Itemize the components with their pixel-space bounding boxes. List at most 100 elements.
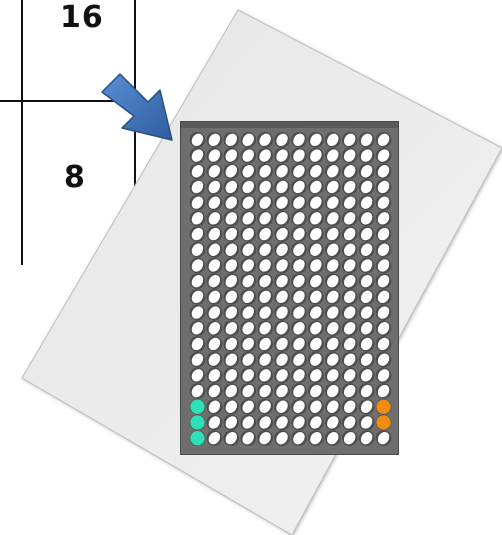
well (293, 259, 305, 272)
well (191, 180, 204, 194)
well (208, 290, 221, 304)
well (327, 322, 339, 335)
well (343, 227, 356, 241)
well (377, 431, 390, 445)
well (360, 165, 373, 178)
well (259, 384, 271, 398)
well (360, 259, 373, 272)
well (208, 369, 221, 382)
well (276, 400, 288, 413)
well (377, 337, 390, 351)
well (343, 306, 356, 319)
well (259, 212, 271, 225)
well (310, 431, 322, 445)
well (377, 274, 390, 288)
well (208, 416, 221, 429)
well (310, 227, 322, 241)
well-teal (190, 430, 205, 446)
well (293, 180, 305, 194)
well (310, 322, 322, 335)
well (310, 337, 322, 351)
well (242, 369, 254, 382)
well (293, 290, 305, 304)
well (360, 290, 373, 304)
well (327, 133, 339, 147)
well (208, 227, 221, 241)
well (225, 353, 238, 366)
grid-line-horizontal (0, 100, 136, 102)
well (310, 212, 322, 225)
grid-line-vertical-right (134, 0, 136, 265)
well (327, 290, 339, 304)
well (242, 149, 254, 162)
well (225, 290, 238, 304)
well (191, 369, 204, 382)
well (191, 259, 204, 272)
well-plate (180, 121, 399, 455)
well (259, 431, 271, 445)
well (276, 274, 288, 288)
well (276, 353, 288, 366)
well (191, 337, 204, 351)
well (360, 274, 373, 288)
well (225, 400, 238, 413)
well (242, 259, 254, 272)
well (276, 416, 288, 429)
well (191, 353, 204, 366)
well (327, 337, 339, 351)
well (377, 243, 390, 256)
well (259, 400, 271, 413)
well (343, 243, 356, 256)
well (327, 416, 339, 429)
well (208, 337, 221, 351)
well (225, 180, 238, 194)
well (191, 322, 204, 335)
well (242, 133, 254, 147)
well (259, 196, 271, 209)
well (327, 212, 339, 225)
well (259, 259, 271, 272)
well (327, 243, 339, 256)
well (310, 369, 322, 382)
well (242, 400, 254, 413)
well (242, 165, 254, 178)
well (360, 243, 373, 256)
well (327, 431, 339, 445)
well (276, 180, 288, 194)
well (276, 196, 288, 209)
well (208, 165, 221, 178)
well (191, 227, 204, 241)
well (293, 384, 305, 398)
well (377, 259, 390, 272)
arrow-down-right-icon (101, 73, 173, 141)
well (191, 243, 204, 256)
well (310, 259, 322, 272)
well (293, 165, 305, 178)
well (259, 369, 271, 382)
well (242, 337, 254, 351)
well (208, 212, 221, 225)
well (360, 384, 373, 398)
well (377, 384, 390, 398)
well (343, 400, 356, 413)
well (293, 212, 305, 225)
well (276, 149, 288, 162)
well (327, 274, 339, 288)
well (276, 290, 288, 304)
well (191, 133, 204, 147)
well (259, 180, 271, 194)
well (293, 274, 305, 288)
well (242, 274, 254, 288)
well (360, 353, 373, 366)
well (343, 212, 356, 225)
well (191, 384, 204, 398)
well (327, 400, 339, 413)
well (343, 353, 356, 366)
well (225, 243, 238, 256)
well (377, 180, 390, 194)
well (242, 322, 254, 335)
well (360, 337, 373, 351)
well (208, 400, 221, 413)
well (310, 196, 322, 209)
